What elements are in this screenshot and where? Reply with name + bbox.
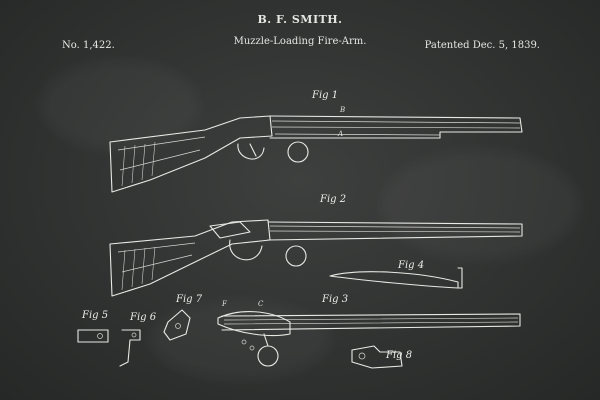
figure-2-label: Fig 2 <box>319 194 346 205</box>
letter-a: A <box>337 130 343 138</box>
figure-6-label: Fig 6 <box>129 312 157 323</box>
patent-number: No. 1,422. <box>62 40 115 51</box>
figure-2-rifle <box>109 219 523 297</box>
figure-8-label: Fig 8 <box>385 350 412 361</box>
figure-7-label: Fig 7 <box>175 294 203 305</box>
inventor-name: B. F. SMITH. <box>257 13 343 26</box>
letter-b: B <box>339 106 345 114</box>
figure-5-part <box>77 329 109 343</box>
figure-8-part <box>351 345 403 369</box>
patent-date: Patented Dec. 5, 1839. <box>424 40 540 51</box>
figure-6-part <box>119 329 141 367</box>
patent-title: Muzzle-Loading Fire-Arm. <box>233 36 367 47</box>
figure-3-label: Fig 3 <box>321 294 348 305</box>
figure-1-label: Fig 1 <box>311 90 338 101</box>
figure-4-label: Fig 4 <box>397 260 424 271</box>
letter-f: F <box>221 300 228 308</box>
figure-3-lock-section <box>217 311 521 367</box>
figure-1-rifle <box>109 115 523 193</box>
figure-5-label: Fig 5 <box>81 310 108 321</box>
letter-c: C <box>258 300 264 308</box>
figure-4-part <box>329 267 463 289</box>
figure-7-part <box>163 309 191 341</box>
